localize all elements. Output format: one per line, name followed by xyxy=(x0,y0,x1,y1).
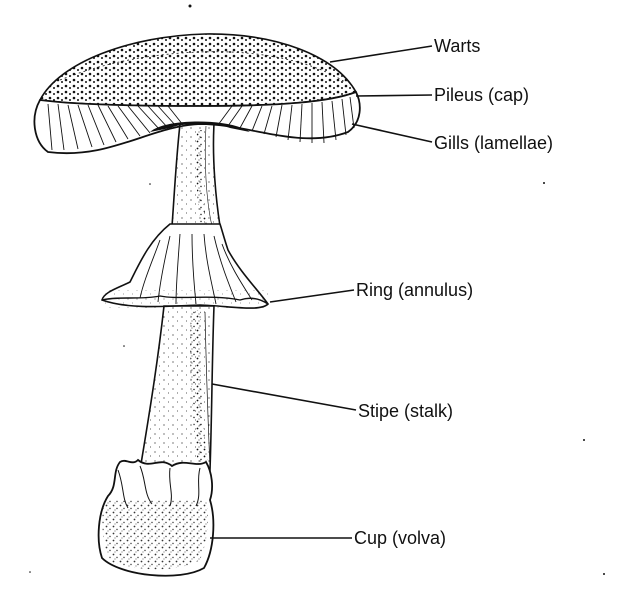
stalk-ring xyxy=(101,223,270,309)
label-cup: Cup (volva) xyxy=(354,528,446,548)
callout-labels: Warts Pileus (cap) Gills (lamellae) Ring… xyxy=(354,36,553,548)
leader-warts xyxy=(329,45,433,63)
label-gills: Gills (lamellae) xyxy=(434,133,553,153)
leader-stipe xyxy=(211,383,357,411)
scan-specks xyxy=(29,4,605,575)
leader-lines xyxy=(210,45,433,539)
stalk-lower xyxy=(139,305,215,471)
leader-ring xyxy=(269,289,355,303)
leader-pileus xyxy=(355,94,433,97)
cap-top-surface xyxy=(38,33,358,107)
label-warts: Warts xyxy=(434,36,480,56)
label-pileus: Pileus (cap) xyxy=(434,85,529,105)
leader-gills xyxy=(351,123,433,143)
gill-lines xyxy=(47,96,355,151)
stalk-volva xyxy=(97,458,215,577)
label-stipe: Stipe (stalk) xyxy=(358,401,453,421)
stalk-upper xyxy=(171,123,221,227)
mushroom-cap xyxy=(33,33,361,155)
label-ring: Ring (annulus) xyxy=(356,280,473,300)
